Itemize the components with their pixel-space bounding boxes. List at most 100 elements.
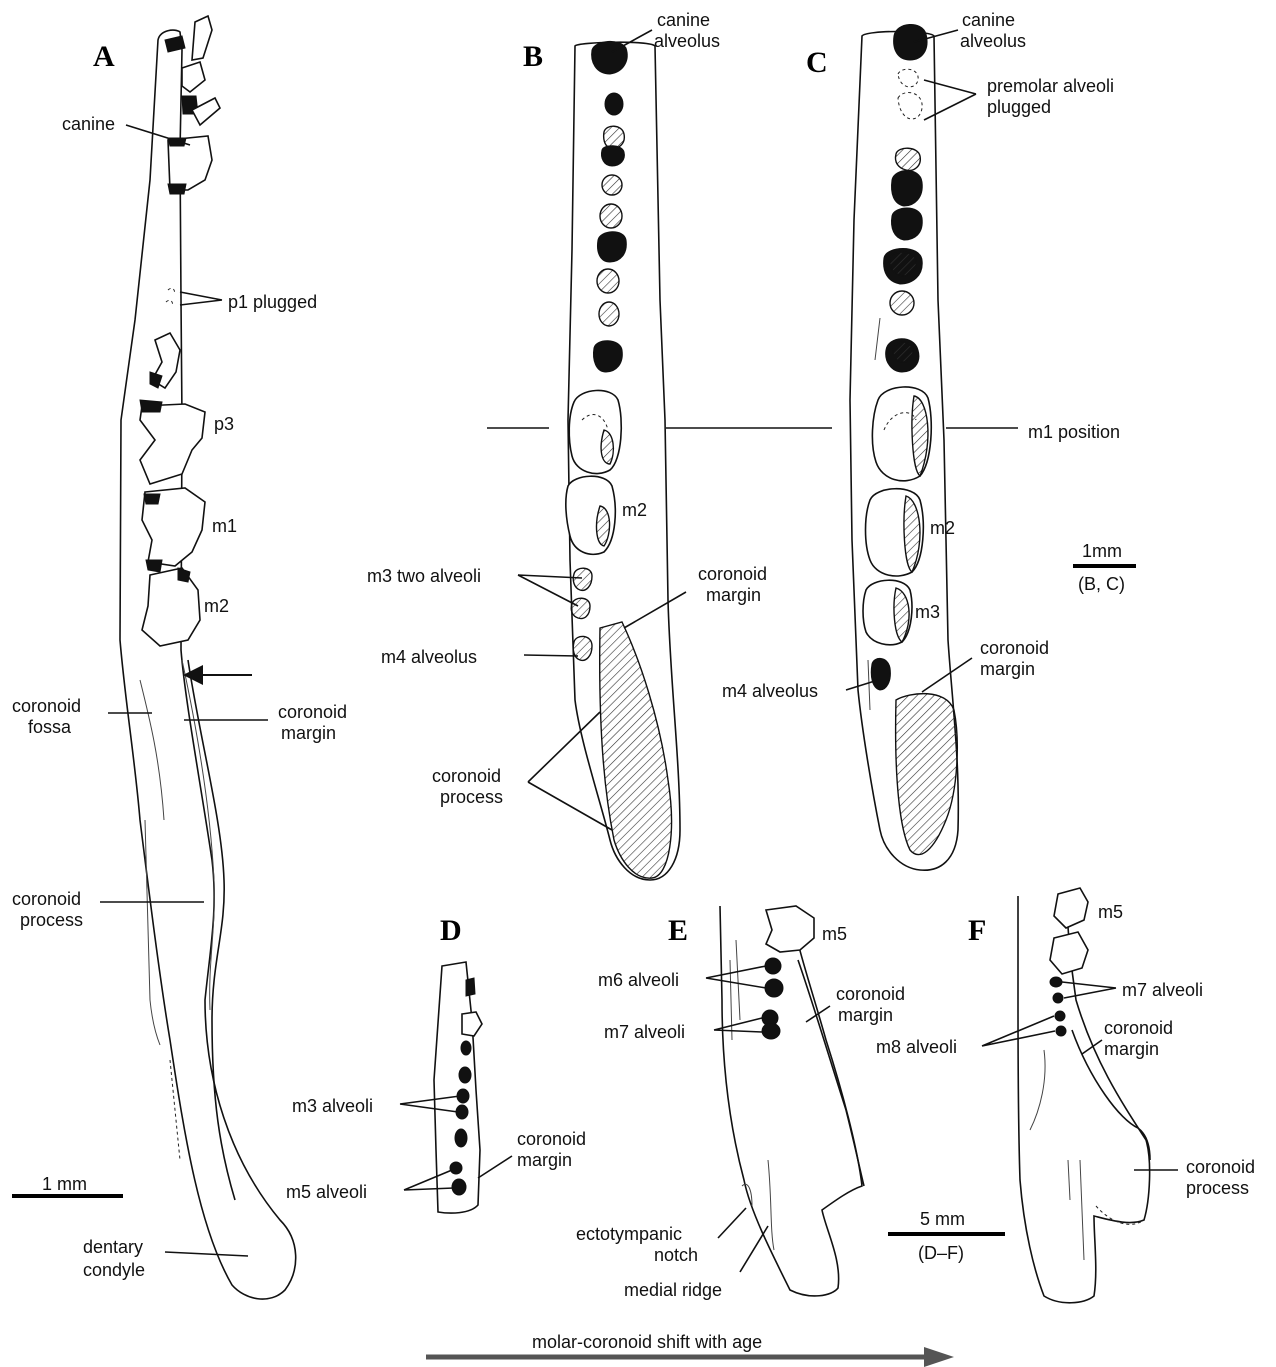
panel-f-inner-1 [1030, 1050, 1045, 1130]
panel-d-alveolus-3 [459, 1067, 471, 1083]
panel-c-alveolus-1 [895, 148, 920, 170]
panel-a-letter: A [93, 40, 115, 73]
lead-d-m3 [400, 1096, 460, 1112]
label-d-coronoid-margin-2: margin [517, 1150, 572, 1170]
label-c-m4-alveolus: m4 alveolus [722, 681, 818, 701]
lead-d-m5 [404, 1170, 454, 1190]
panel-e-m6-alveolus-2 [765, 979, 783, 997]
lead-b-m4 [524, 655, 578, 656]
label-c-premolar-alveoli-2: plugged [987, 97, 1051, 117]
panel-b-alveolus-8 [599, 302, 619, 326]
label-b-m3-two-alveoli: m3 two alveoli [367, 566, 481, 586]
lead-e-notch [718, 1208, 746, 1238]
panel-a-fossa-line [140, 680, 164, 820]
panel-b-alveolus-7 [597, 269, 619, 293]
label-b-canine-alveolus-1: canine [657, 10, 710, 30]
panel-d-tooth [462, 1012, 482, 1036]
label-b-coronoid-margin-1: coronoid [698, 564, 767, 584]
lead-b-process [528, 712, 612, 830]
panel-b-alveolus-4 [602, 175, 622, 195]
lead-b-canine [612, 30, 652, 52]
label-e-m5: m5 [822, 924, 847, 944]
panel-f-letter: F [968, 914, 986, 947]
lead-f-m7 [1062, 982, 1116, 998]
label-a-m2: m2 [204, 596, 229, 616]
panel-a-canine-root-2 [168, 184, 186, 194]
panel-c-alveolus-2 [892, 171, 923, 207]
panel-a-margin-line [188, 660, 235, 1200]
panel-c-alveolus-4-inner [890, 252, 917, 276]
panel-b-alveolus-6 [598, 232, 627, 262]
panel-b-m3-alveolus-1 [573, 568, 592, 590]
panel-d-alveolus-2 [461, 1041, 471, 1055]
label-f-m8-alveoli: m8 alveoli [876, 1037, 957, 1057]
label-a-m1: m1 [212, 516, 237, 536]
label-a-canine: canine [62, 114, 115, 134]
lead-a-p1 [180, 292, 222, 305]
label-a-coronoid-fossa-2: fossa [28, 717, 72, 737]
label-m1-position: m1 position [1028, 422, 1120, 442]
panel-b-alveolus-2 [604, 126, 625, 148]
panel-a-incisor [192, 16, 212, 60]
panel-d-m5-alveolus-2 [452, 1179, 466, 1195]
panel-a-m1-root [144, 494, 160, 504]
label-e-medial-ridge: medial ridge [624, 1280, 722, 1300]
panel-e-m5-tooth [766, 906, 814, 952]
label-c-canine-alveolus-2: alveolus [960, 31, 1026, 51]
label-e-coronoid-margin-2: margin [838, 1005, 893, 1025]
panel-b-m4-alveolus [573, 636, 592, 660]
panel-a-p1-plug-1 [168, 288, 175, 294]
panel-b-letter: B [523, 40, 543, 73]
panel-a-p3-root [140, 400, 162, 412]
panel-a-p1-plug-2 [166, 300, 173, 306]
panel-e-medial-ridge [768, 1160, 774, 1250]
scalebar-df-label: 5 mm [920, 1209, 965, 1229]
label-f-coronoid-margin-1: coronoid [1104, 1018, 1173, 1038]
panel-e-dentary-outline [720, 906, 862, 1296]
label-a-coronoid-margin-1: coronoid [278, 702, 347, 722]
label-e-m6-alveoli: m6 alveoli [598, 970, 679, 990]
label-c-coronoid-margin-2: margin [980, 659, 1035, 679]
panel-b-alveolus-3 [601, 146, 624, 166]
lead-c-margin [922, 658, 972, 692]
panel-a-p3-tooth [140, 404, 205, 484]
label-b-coronoid-process-2: process [440, 787, 503, 807]
label-f-coronoid-margin-2: margin [1104, 1039, 1159, 1059]
panel-a-m1-root-2 [146, 560, 162, 572]
label-a-p1-plugged: p1 plugged [228, 292, 317, 312]
label-e-coronoid-margin-1: coronoid [836, 984, 905, 1004]
panel-c-m4-alveolus [871, 658, 890, 690]
label-b-coronoid-process-1: coronoid [432, 766, 501, 786]
label-c-m2: m2 [930, 518, 955, 538]
lead-e-ridge [740, 1226, 768, 1272]
panel-a-process-line [145, 820, 160, 1045]
panel-b-alveolus-5 [600, 204, 622, 228]
panel-c-coronoid-process [896, 694, 958, 855]
panel-f-m8-alveolus-1 [1055, 1011, 1065, 1021]
panel-d-m5-alveolus-1 [450, 1162, 462, 1174]
panel-c-premolar-plug-2 [898, 93, 922, 119]
panel-b-alveolus-1 [605, 93, 623, 115]
panel-b-alveolus-9 [594, 341, 623, 372]
panel-a-tooth-2 [182, 62, 205, 92]
panel-a-m2-tooth [142, 568, 200, 646]
label-d-m5-alveoli: m5 alveoli [286, 1182, 367, 1202]
panel-c-canine-alveolus [894, 24, 927, 60]
label-d-m3-alveoli: m3 alveoli [292, 1096, 373, 1116]
label-a-coronoid-process-2: process [20, 910, 83, 930]
panel-f-m5-tooth-2 [1050, 932, 1088, 974]
label-a-coronoid-process-1: coronoid [12, 889, 81, 909]
lead-b-m3 [518, 575, 582, 606]
panel-e: E m5 m6 alveoli m7 alveoli coronoid marg… [576, 906, 905, 1300]
panel-c-alveolus-3 [892, 208, 923, 240]
lead-d-margin [478, 1156, 512, 1178]
panel-e-letter: E [668, 914, 688, 947]
scalebar-bc-label: 1mm [1082, 541, 1122, 561]
label-b-m2: m2 [622, 500, 647, 520]
scalebar-a-label: 1 mm [42, 1174, 87, 1194]
panel-d-letter: D [440, 914, 462, 947]
label-b-canine-alveolus-2: alveolus [654, 31, 720, 51]
panel-f: F m5 m7 alveoli m8 alveoli coronoid marg… [876, 888, 1255, 1303]
label-e-m7-alveoli: m7 alveoli [604, 1022, 685, 1042]
panel-d: D m3 alveoli m5 alveoli coronoid margin [286, 914, 586, 1213]
